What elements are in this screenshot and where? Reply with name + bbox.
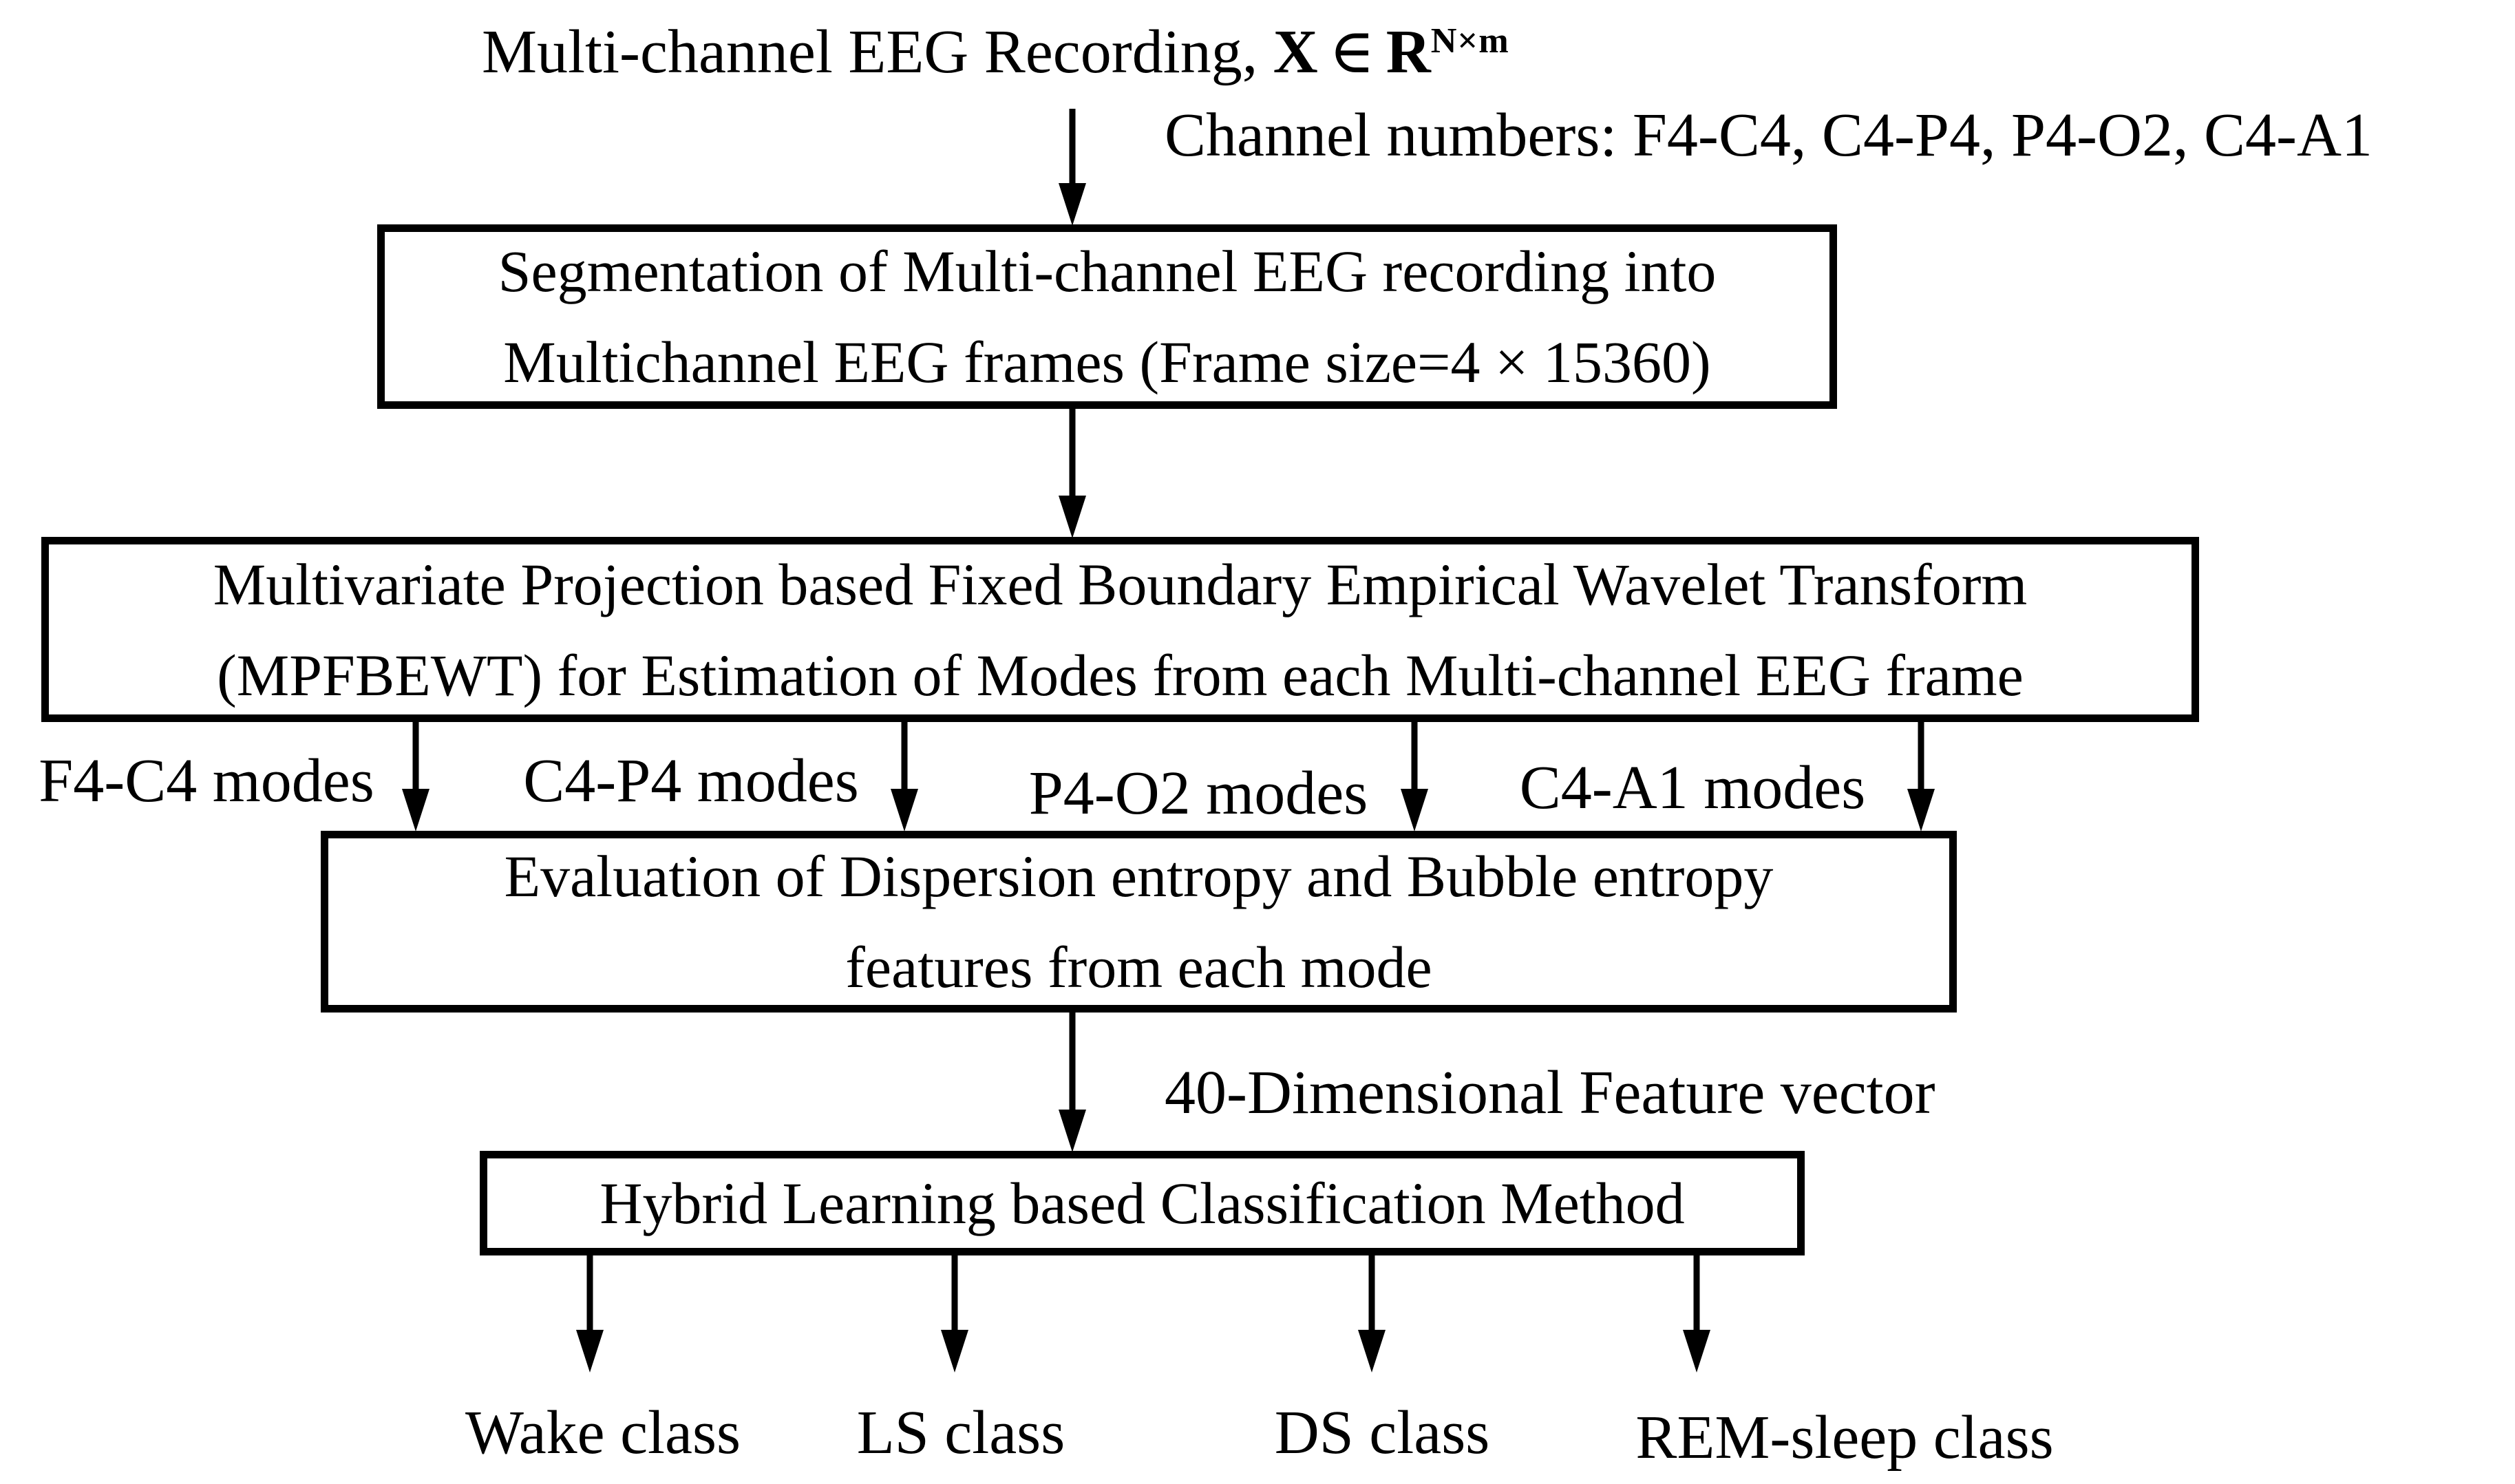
arrow-f4c4-modes <box>401 722 431 831</box>
class-label-ls: LS class <box>856 1399 1065 1467</box>
entropy-box: Evaluation of Dispersion entropy and Bub… <box>321 831 1957 1013</box>
channel-numbers-note: Channel numbers: F4-C4, C4-P4, P4-O2, C4… <box>1165 101 2373 169</box>
mpfbewt-box-line-2: (MPFBEWT) for Estimation of Modes from e… <box>217 642 2024 708</box>
arrow-shaft <box>1069 109 1076 209</box>
arrow-head <box>1059 1110 1086 1152</box>
arrow-shaft <box>1918 722 1924 815</box>
segmentation-box-line-1: Segmentation of Multi-channel EEG record… <box>498 238 1717 304</box>
matrix-symbol: X <box>1273 18 1318 86</box>
arrow-head <box>1683 1330 1710 1372</box>
arrow-shaft <box>1069 1013 1076 1136</box>
arrow-shaft <box>1069 409 1076 522</box>
entropy-box-line-2: features from each mode <box>845 934 1432 1000</box>
arrow-head <box>891 789 918 831</box>
arrow-ds-class <box>1357 1255 1387 1372</box>
class-label-ds: DS class <box>1274 1399 1490 1467</box>
arrow-head <box>941 1330 968 1372</box>
arrow-head <box>1358 1330 1386 1372</box>
mpfbewt-box-line-1: Multivariate Projection based Fixed Boun… <box>213 551 2028 617</box>
arrow-head <box>1401 789 1428 831</box>
arrow-recording-to-segmentation <box>1057 109 1087 226</box>
mode-label-c4p4: C4-P4 modes <box>523 747 859 815</box>
arrow-ls-class <box>940 1255 970 1372</box>
element-of-symbol: ∈ <box>1328 15 1375 87</box>
segmentation-box: Segmentation of Multi-channel EEG record… <box>377 224 1837 409</box>
arrow-rem-class <box>1681 1255 1712 1372</box>
arrow-segmentation-to-mpfbewt <box>1057 409 1087 538</box>
mode-label-p4o2: P4-O2 modes <box>1028 759 1368 827</box>
arrow-shaft <box>1693 1255 1700 1356</box>
mode-label-f4c4: F4-C4 modes <box>39 747 374 815</box>
arrow-wake-class <box>575 1255 605 1372</box>
arrow-shaft <box>901 722 908 815</box>
arrow-shaft <box>951 1255 958 1356</box>
real-set-symbol: R <box>1386 18 1431 86</box>
arrow-c4p4-modes <box>889 722 920 831</box>
arrow-c4a1-modes <box>1906 722 1936 831</box>
class-label-wake: Wake class <box>465 1399 741 1467</box>
mode-label-c4a1: C4-A1 modes <box>1519 754 1866 822</box>
arrow-head <box>1059 496 1086 538</box>
arrow-shaft <box>586 1255 593 1356</box>
arrow-shaft <box>412 722 419 815</box>
arrow-head <box>402 789 429 831</box>
arrow-shaft <box>1368 1255 1375 1356</box>
title-text: Multi-channel EEG Recording, <box>482 18 1258 86</box>
entropy-box-line-1: Evaluation of Dispersion entropy and Bub… <box>504 843 1774 909</box>
classifier-box: Hybrid Learning based Classification Met… <box>480 1151 1805 1255</box>
mpfbewt-box: Multivariate Projection based Fixed Boun… <box>41 537 2199 722</box>
arrow-head <box>576 1330 604 1372</box>
classifier-box-line-1: Hybrid Learning based Classification Met… <box>599 1170 1685 1236</box>
class-label-rem: REM-sleep class <box>1635 1403 2054 1472</box>
matrix-dimension-superscript: N×m <box>1430 21 1509 61</box>
arrow-entropy-to-classifier <box>1057 1013 1087 1152</box>
feature-vector-label: 40-Dimensional Feature vector <box>1165 1059 1935 1127</box>
figure-title: Multi-channel EEG Recording, X∈RN×m <box>482 19 1509 85</box>
arrow-head <box>1907 789 1935 831</box>
arrow-head <box>1059 183 1086 226</box>
arrow-shaft <box>1411 722 1418 815</box>
arrow-p4o2-modes <box>1399 722 1430 831</box>
segmentation-box-line-2: Multichannel EEG frames (Frame size=4 × … <box>503 329 1711 395</box>
